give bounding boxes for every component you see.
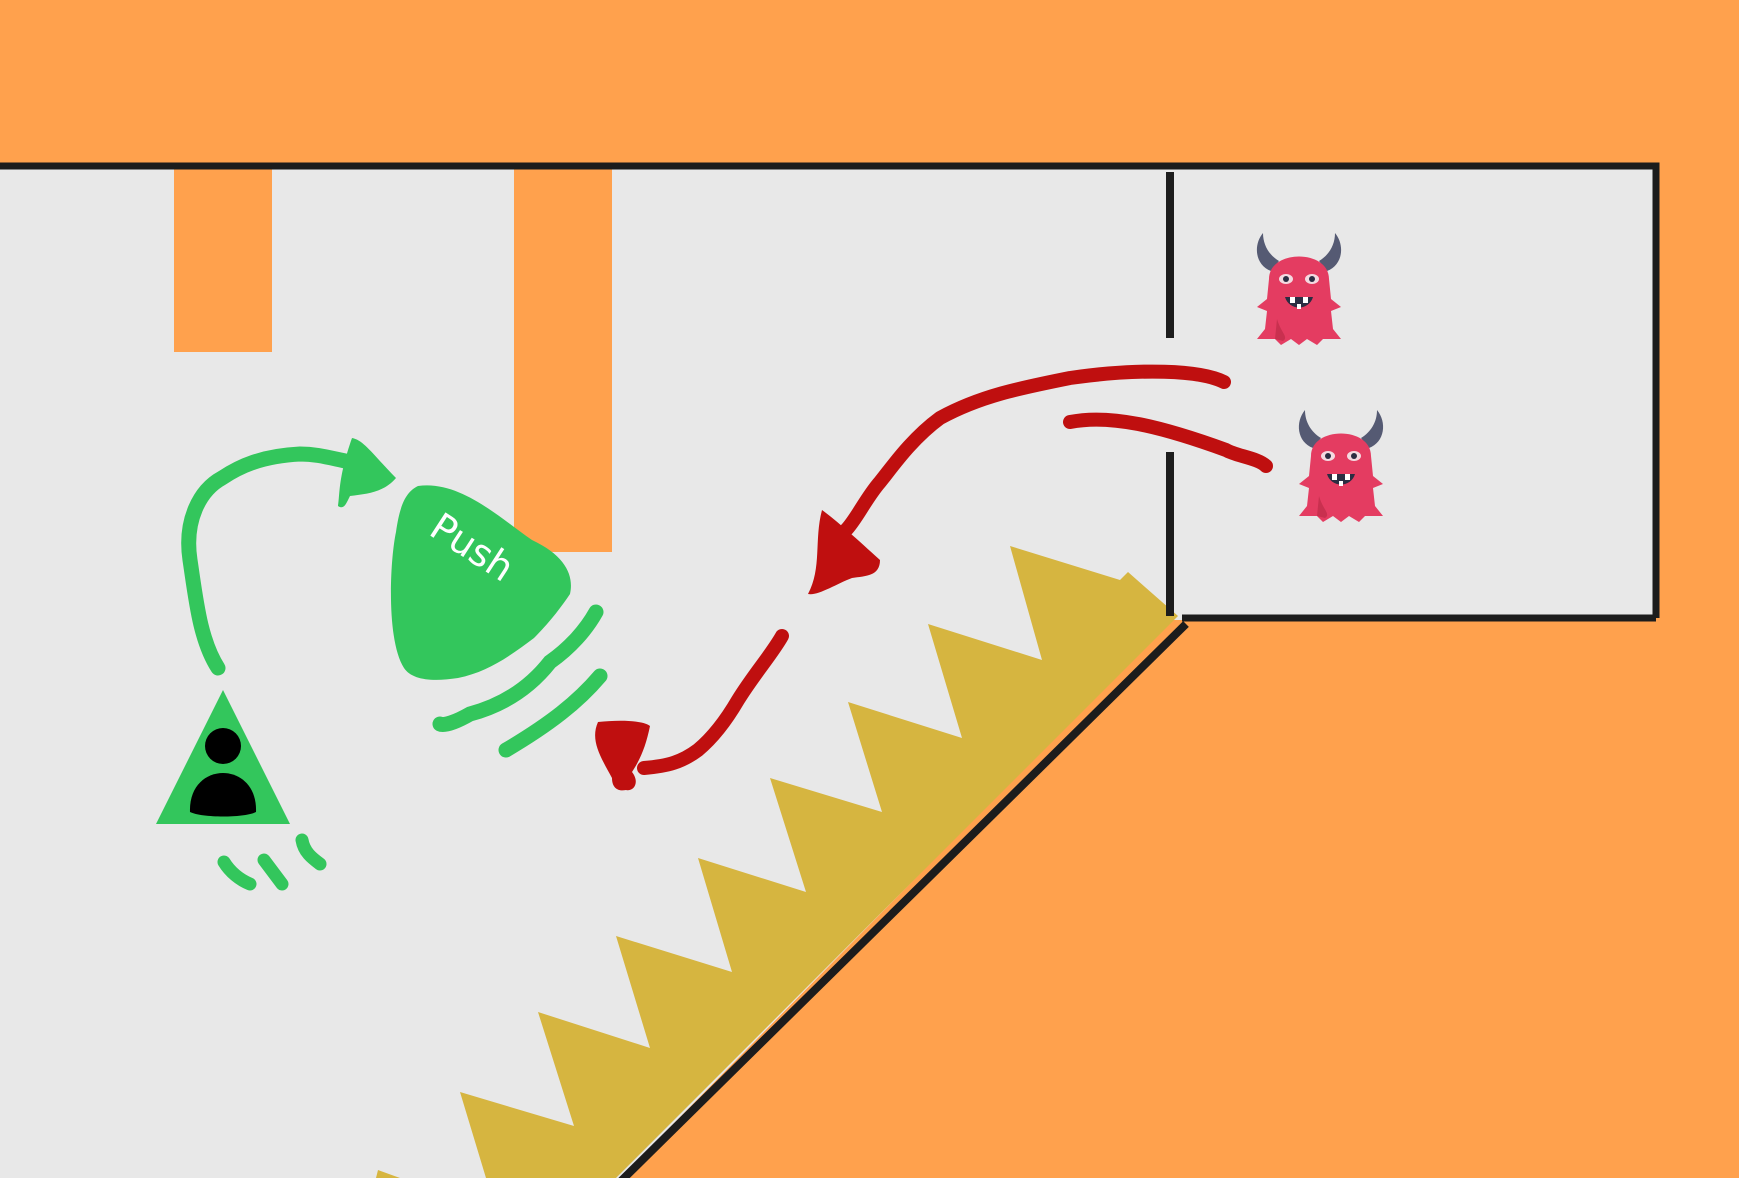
pillar-left: [174, 166, 272, 352]
push-trajectory-arrow: [181, 438, 396, 676]
enemy-path-arrow-upper: [808, 364, 1273, 595]
player-icon: [156, 690, 290, 824]
diagonal-wall: [618, 621, 1189, 1178]
push-motion-lines: [432, 604, 608, 758]
top-wall: [0, 162, 1660, 618]
main-floor: [0, 166, 1170, 1178]
side-room-floor: [1170, 166, 1654, 620]
spike-trap: [460, 546, 1178, 1178]
enemy-path-arrow-lower: [595, 629, 789, 791]
player-motion-lines: [217, 833, 327, 891]
spike-trap-tail: [376, 1170, 400, 1178]
pillar-right: [514, 166, 612, 552]
